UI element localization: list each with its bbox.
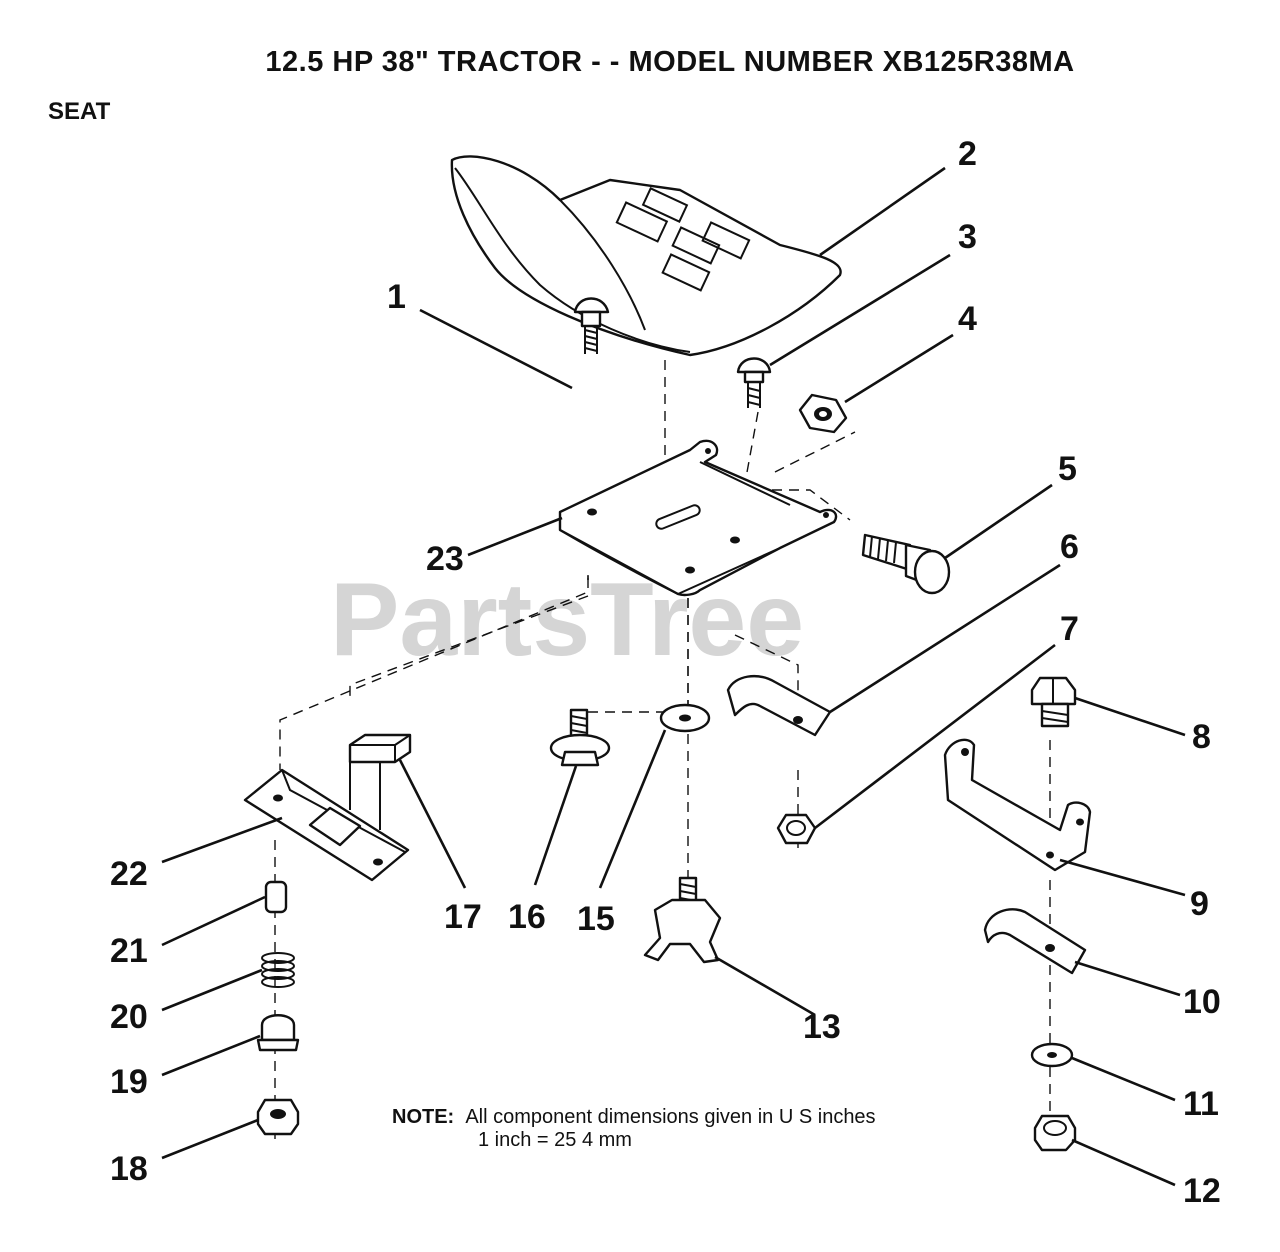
callout-8: 8 [1192, 718, 1211, 756]
callout-7: 7 [1060, 610, 1079, 648]
callout-22: 22 [110, 855, 148, 893]
shoulder-bolt-5 [861, 533, 951, 595]
hex-nut-7 [776, 813, 817, 845]
bracket-9 [943, 738, 1092, 872]
page-title: 12.5 HP 38" TRACTOR - - MODEL NUMBER XB1… [265, 46, 1075, 78]
clip-6 [726, 674, 832, 737]
callout-17: 17 [444, 898, 482, 936]
note-label: NOTE: [392, 1106, 455, 1128]
callout-13: 13 [803, 1008, 841, 1046]
callout-10: 10 [1183, 983, 1221, 1021]
callout-12: 12 [1183, 1172, 1221, 1210]
dimension-note: NOTE: All component dimensions given in … [392, 1106, 876, 1152]
callout-21: 21 [110, 932, 148, 970]
note-line-2: 1 inch = 25 4 mm [478, 1129, 632, 1151]
knob-13 [643, 876, 722, 964]
callout-3: 3 [958, 218, 977, 256]
callout-6: 6 [1060, 528, 1079, 566]
carriage-bolt-3 [736, 357, 772, 408]
callout-18: 18 [110, 1150, 148, 1188]
spring-20 [261, 952, 295, 988]
section-label: SEAT [48, 98, 111, 125]
pin-21 [264, 880, 288, 914]
assembly-lines [274, 360, 1051, 1140]
callout-2: 2 [958, 135, 977, 173]
clip-10 [983, 908, 1087, 975]
lock-nut-12 [1033, 1114, 1077, 1152]
nut-4 [798, 393, 848, 434]
callout-16: 16 [508, 898, 546, 936]
flat-washer-15 [659, 703, 711, 733]
washer-11 [1030, 1042, 1074, 1068]
callout-4: 4 [958, 300, 977, 338]
callout-numbers: 1 2 3 4 5 6 7 8 9 10 11 12 13 15 16 17 1… [110, 135, 1221, 1210]
callout-15: 15 [577, 900, 615, 938]
carriage-bolt-1 [573, 297, 610, 354]
callout-11: 11 [1183, 1085, 1219, 1123]
flange-nut-18 [256, 1098, 300, 1136]
callout-20: 20 [110, 998, 148, 1036]
seat [450, 155, 842, 357]
shoulder-screw-16 [549, 708, 611, 767]
cap-nut-19 [256, 1014, 300, 1052]
callout-9: 9 [1190, 885, 1209, 923]
callout-5: 5 [1058, 450, 1077, 488]
callout-23: 23 [426, 540, 464, 578]
leader-lines [161, 166, 1186, 1187]
block-17 [348, 733, 412, 764]
note-line-1: All component dimensions given in U S in… [465, 1106, 876, 1128]
watermark: PartsTree [330, 562, 804, 678]
hex-bolt-8 [1030, 676, 1077, 728]
seat-plate [558, 439, 838, 597]
callout-1: 1 [387, 278, 406, 316]
callout-19: 19 [110, 1063, 148, 1101]
latch-plate-22 [243, 762, 410, 882]
